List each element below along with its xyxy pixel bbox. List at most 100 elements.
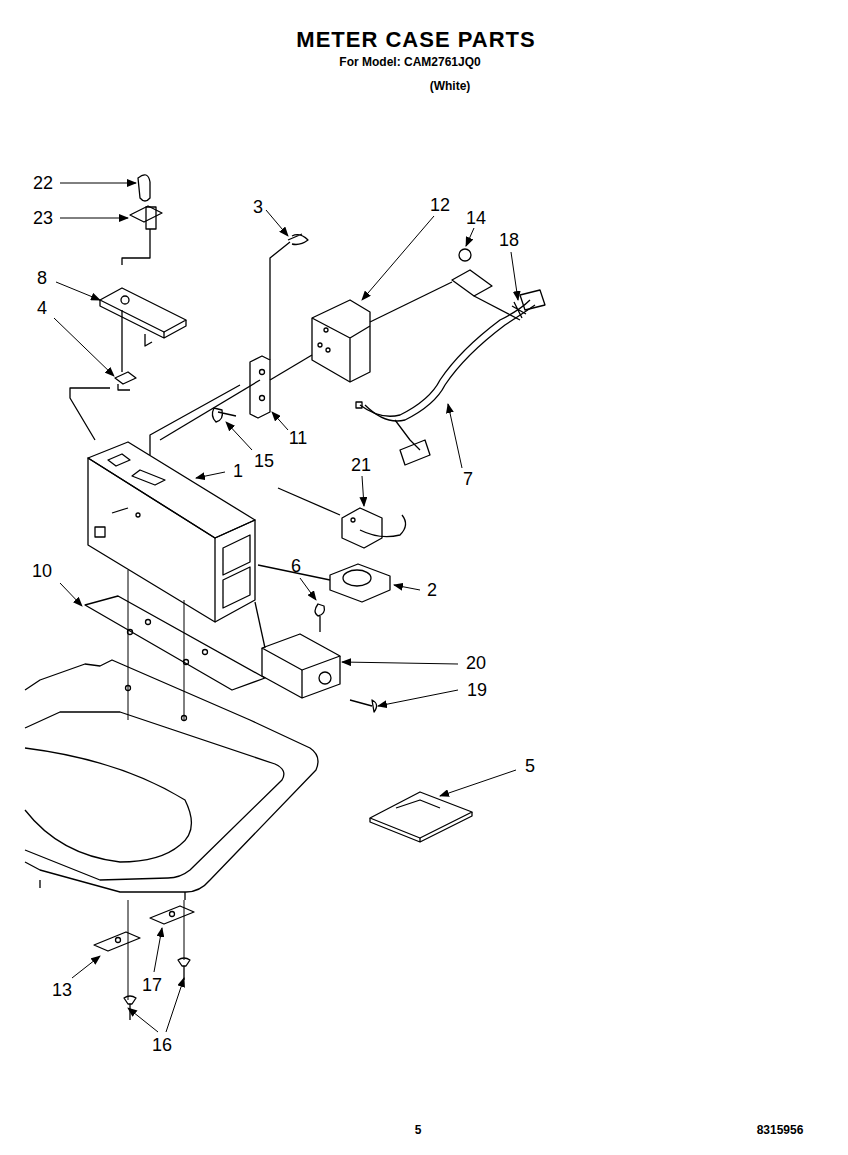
callout-number: 12 <box>430 196 450 214</box>
callout-number: 19 <box>467 681 487 699</box>
drawing-stroke <box>121 310 122 372</box>
callout-number: 20 <box>466 654 486 672</box>
callout-number: 15 <box>254 452 274 470</box>
leader-lines <box>54 183 518 1032</box>
drawing-stroke <box>324 328 328 332</box>
parts-drawing <box>25 175 545 1020</box>
drawing-stroke <box>370 792 472 838</box>
drawing-stroke <box>154 928 162 972</box>
drawing-stroke <box>60 583 82 606</box>
drawing-stroke <box>272 412 288 430</box>
drawing-stroke <box>146 207 156 229</box>
callout-number: 16 <box>152 1036 172 1054</box>
drawing-stroke <box>511 252 518 300</box>
drawing-stroke <box>88 458 215 622</box>
drawing-stroke <box>330 564 390 602</box>
drawing-stroke <box>212 408 236 422</box>
drawing-stroke <box>85 596 265 690</box>
drawing-stroke <box>25 660 318 892</box>
callout-number: 23 <box>33 209 53 227</box>
callout-number: 17 <box>142 976 162 994</box>
callout-number: 14 <box>466 209 486 227</box>
drawing-stroke <box>315 604 324 632</box>
drawing-stroke <box>223 567 250 608</box>
drawing-stroke <box>136 513 140 517</box>
drawing-stroke <box>362 476 364 506</box>
drawing-stroke <box>440 770 516 796</box>
drawing-stroke <box>72 956 100 978</box>
drawing-stroke <box>166 978 184 1032</box>
drawing-stroke <box>126 686 131 691</box>
drawing-stroke <box>56 282 100 300</box>
drawing-stroke <box>196 472 225 478</box>
drawing-stroke <box>262 648 340 698</box>
drawing-stroke <box>312 318 370 382</box>
drawing-stroke <box>260 370 265 375</box>
drawing-stroke <box>182 716 187 721</box>
callout-number: 10 <box>32 562 52 580</box>
color-note: (White) <box>430 80 471 92</box>
drawing-stroke <box>122 229 150 265</box>
drawing-stroke <box>203 650 208 655</box>
drawing-stroke <box>474 296 520 320</box>
drawing-stroke <box>170 912 175 917</box>
diagram-title: METER CASE PARTS <box>296 29 535 51</box>
drawing-stroke <box>278 488 340 515</box>
drawing-stroke <box>395 420 420 450</box>
callout-number: 8 <box>37 269 47 287</box>
callout-number: 5 <box>525 757 535 775</box>
drawing-stroke <box>160 380 260 440</box>
drawing-stroke <box>396 800 440 808</box>
drawing-stroke <box>150 906 194 924</box>
callout-number: 18 <box>499 231 519 249</box>
drawing-stroke <box>226 422 252 450</box>
drawing-stroke <box>262 634 340 670</box>
drawing-stroke <box>360 300 530 416</box>
drawing-stroke <box>95 527 105 537</box>
callout-number: 22 <box>33 174 53 192</box>
drawing-stroke <box>112 508 128 513</box>
drawing-stroke <box>351 518 355 522</box>
drawing-stroke <box>115 372 136 384</box>
drawing-stroke <box>356 402 362 408</box>
drawing-stroke <box>342 508 382 548</box>
drawing-stroke <box>25 810 180 862</box>
drawing-stroke <box>116 938 121 943</box>
callout-number: 6 <box>291 557 301 575</box>
drawing-stroke <box>300 578 316 600</box>
drawing-stroke <box>40 880 185 900</box>
drawing-stroke <box>25 712 284 880</box>
drawing-stroke <box>94 932 140 951</box>
drawing-stroke <box>326 348 330 352</box>
callout-number: 2 <box>427 581 437 599</box>
callout-number: 21 <box>351 456 371 474</box>
drawing-stroke <box>319 672 331 684</box>
callout-number: 13 <box>52 981 72 999</box>
drawing-stroke <box>255 602 265 648</box>
drawing-stroke <box>145 334 152 346</box>
drawing-stroke <box>138 175 150 201</box>
callout-number: 3 <box>253 198 263 216</box>
drawing-stroke <box>121 296 129 304</box>
drawing-stroke <box>342 662 458 664</box>
drawing-stroke <box>108 454 130 466</box>
drawing-stroke <box>270 242 290 360</box>
drawing-stroke <box>266 210 288 236</box>
model-number: For Model: CAM2761JQ0 <box>339 56 480 68</box>
drawing-stroke <box>370 812 472 842</box>
drawing-stroke <box>394 585 420 590</box>
drawing-stroke <box>118 384 130 390</box>
drawing-stroke <box>260 396 265 401</box>
drawing-stroke <box>25 748 191 845</box>
callout-number: 11 <box>289 429 308 447</box>
drawing-stroke <box>146 620 151 625</box>
drawing-stroke <box>250 356 270 418</box>
drawing-stroke <box>362 216 434 300</box>
drawing-stroke <box>448 404 462 468</box>
drawing-stroke <box>100 300 186 338</box>
drawing-stroke <box>70 388 110 440</box>
drawing-stroke <box>270 355 312 380</box>
document-number: 8315956 <box>757 1124 804 1136</box>
drawing-stroke <box>400 440 430 465</box>
